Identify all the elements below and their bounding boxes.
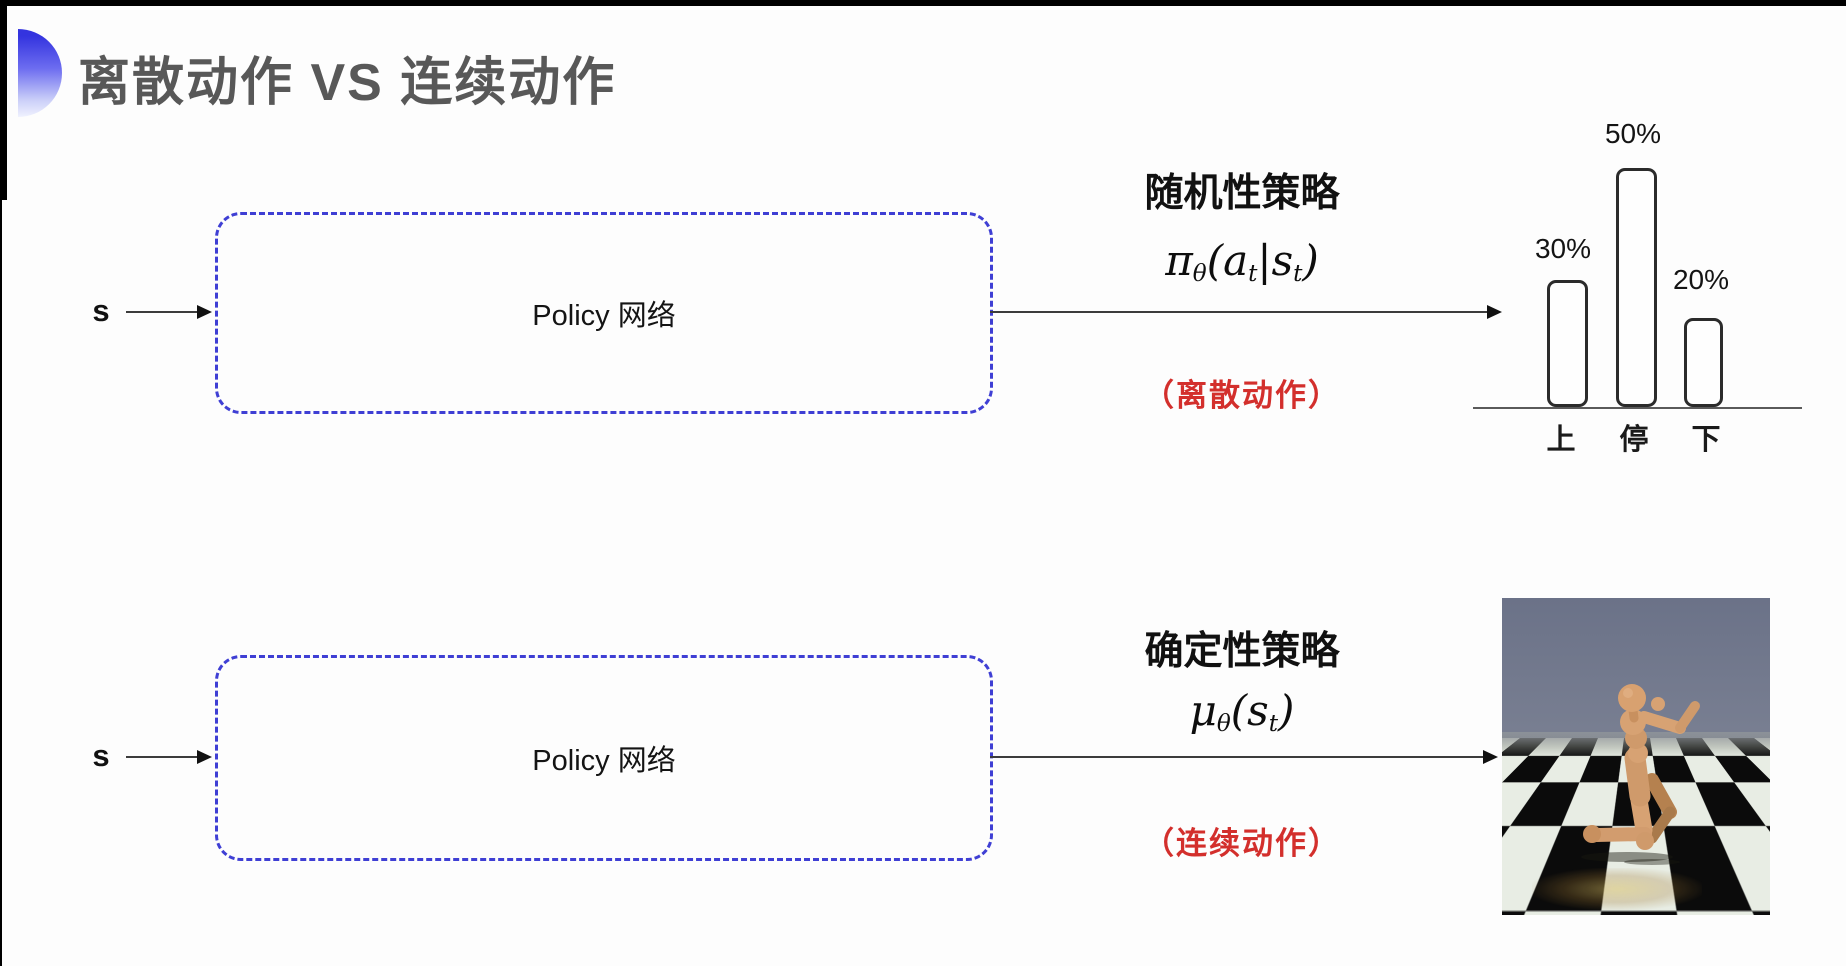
bar-up <box>1547 280 1588 407</box>
title-accent-halfdisc <box>18 29 62 117</box>
stochastic-policy-formula: πθ(at|st) <box>1057 236 1427 287</box>
formula-close: ) <box>1278 686 1295 735</box>
row2-output-arrow <box>990 750 1498 764</box>
row1-input-arrow <box>126 305 212 319</box>
bar-chart-baseline <box>1473 407 1802 409</box>
row2-state-input-label: s <box>92 738 110 773</box>
formula-open-a: (a <box>1206 236 1249 285</box>
formula-t-sub: t <box>1268 710 1279 737</box>
bar-category-label: 上 <box>1546 424 1576 456</box>
formula-open-s: (s <box>1230 686 1269 735</box>
row2-policy-network-label: Policy 网络 <box>532 745 676 777</box>
formula-bar-s: |s <box>1257 236 1294 285</box>
formula-mu: μ <box>1189 686 1217 735</box>
page-title: 离散动作 VS 连续动作 <box>78 54 617 112</box>
bar-value-label: 50% <box>1604 118 1662 149</box>
bar-value-label: 20% <box>1672 264 1730 295</box>
frame-left-bar <box>0 0 7 200</box>
bar-down <box>1684 318 1723 407</box>
bar-category-label: 下 <box>1691 424 1721 456</box>
row2-input-arrow <box>126 750 212 764</box>
row1-action-type-note: （离散动作） <box>1143 378 1341 413</box>
humanoid-robot-figure <box>1581 684 1700 865</box>
bar-category-label: 停 <box>1619 424 1649 456</box>
formula-theta-sub: θ <box>1216 710 1231 737</box>
formula-theta-sub: θ <box>1192 260 1207 287</box>
formula-pi: π <box>1165 236 1193 285</box>
title-accent-gradient <box>18 29 62 117</box>
bar-stop <box>1616 168 1657 407</box>
row1-state-input-label: s <box>92 293 110 328</box>
row1-policy-network-label: Policy 网络 <box>532 300 676 332</box>
row1-policy-type-label: 随机性策略 <box>1144 172 1340 215</box>
row1-policy-network-box: Policy 网络 <box>215 212 993 414</box>
row2-policy-type-label: 确定性策略 <box>1144 630 1340 673</box>
formula-t-sub: t <box>1248 260 1258 287</box>
frame-left-hairline <box>0 0 2 966</box>
row2-action-type-note: （连续动作） <box>1143 826 1341 861</box>
bar-value-label: 30% <box>1534 233 1592 264</box>
row2-policy-network-box: Policy 网络 <box>215 655 993 861</box>
humanoid-simulation-image <box>1502 598 1770 915</box>
deterministic-policy-formula: μθ(st) <box>1057 686 1427 737</box>
formula-t-sub2: t <box>1293 260 1303 287</box>
frame-top-bar <box>0 0 1846 6</box>
row1-output-arrow <box>990 305 1502 319</box>
floor-glare <box>1532 868 1702 910</box>
formula-close: ) <box>1302 236 1319 285</box>
